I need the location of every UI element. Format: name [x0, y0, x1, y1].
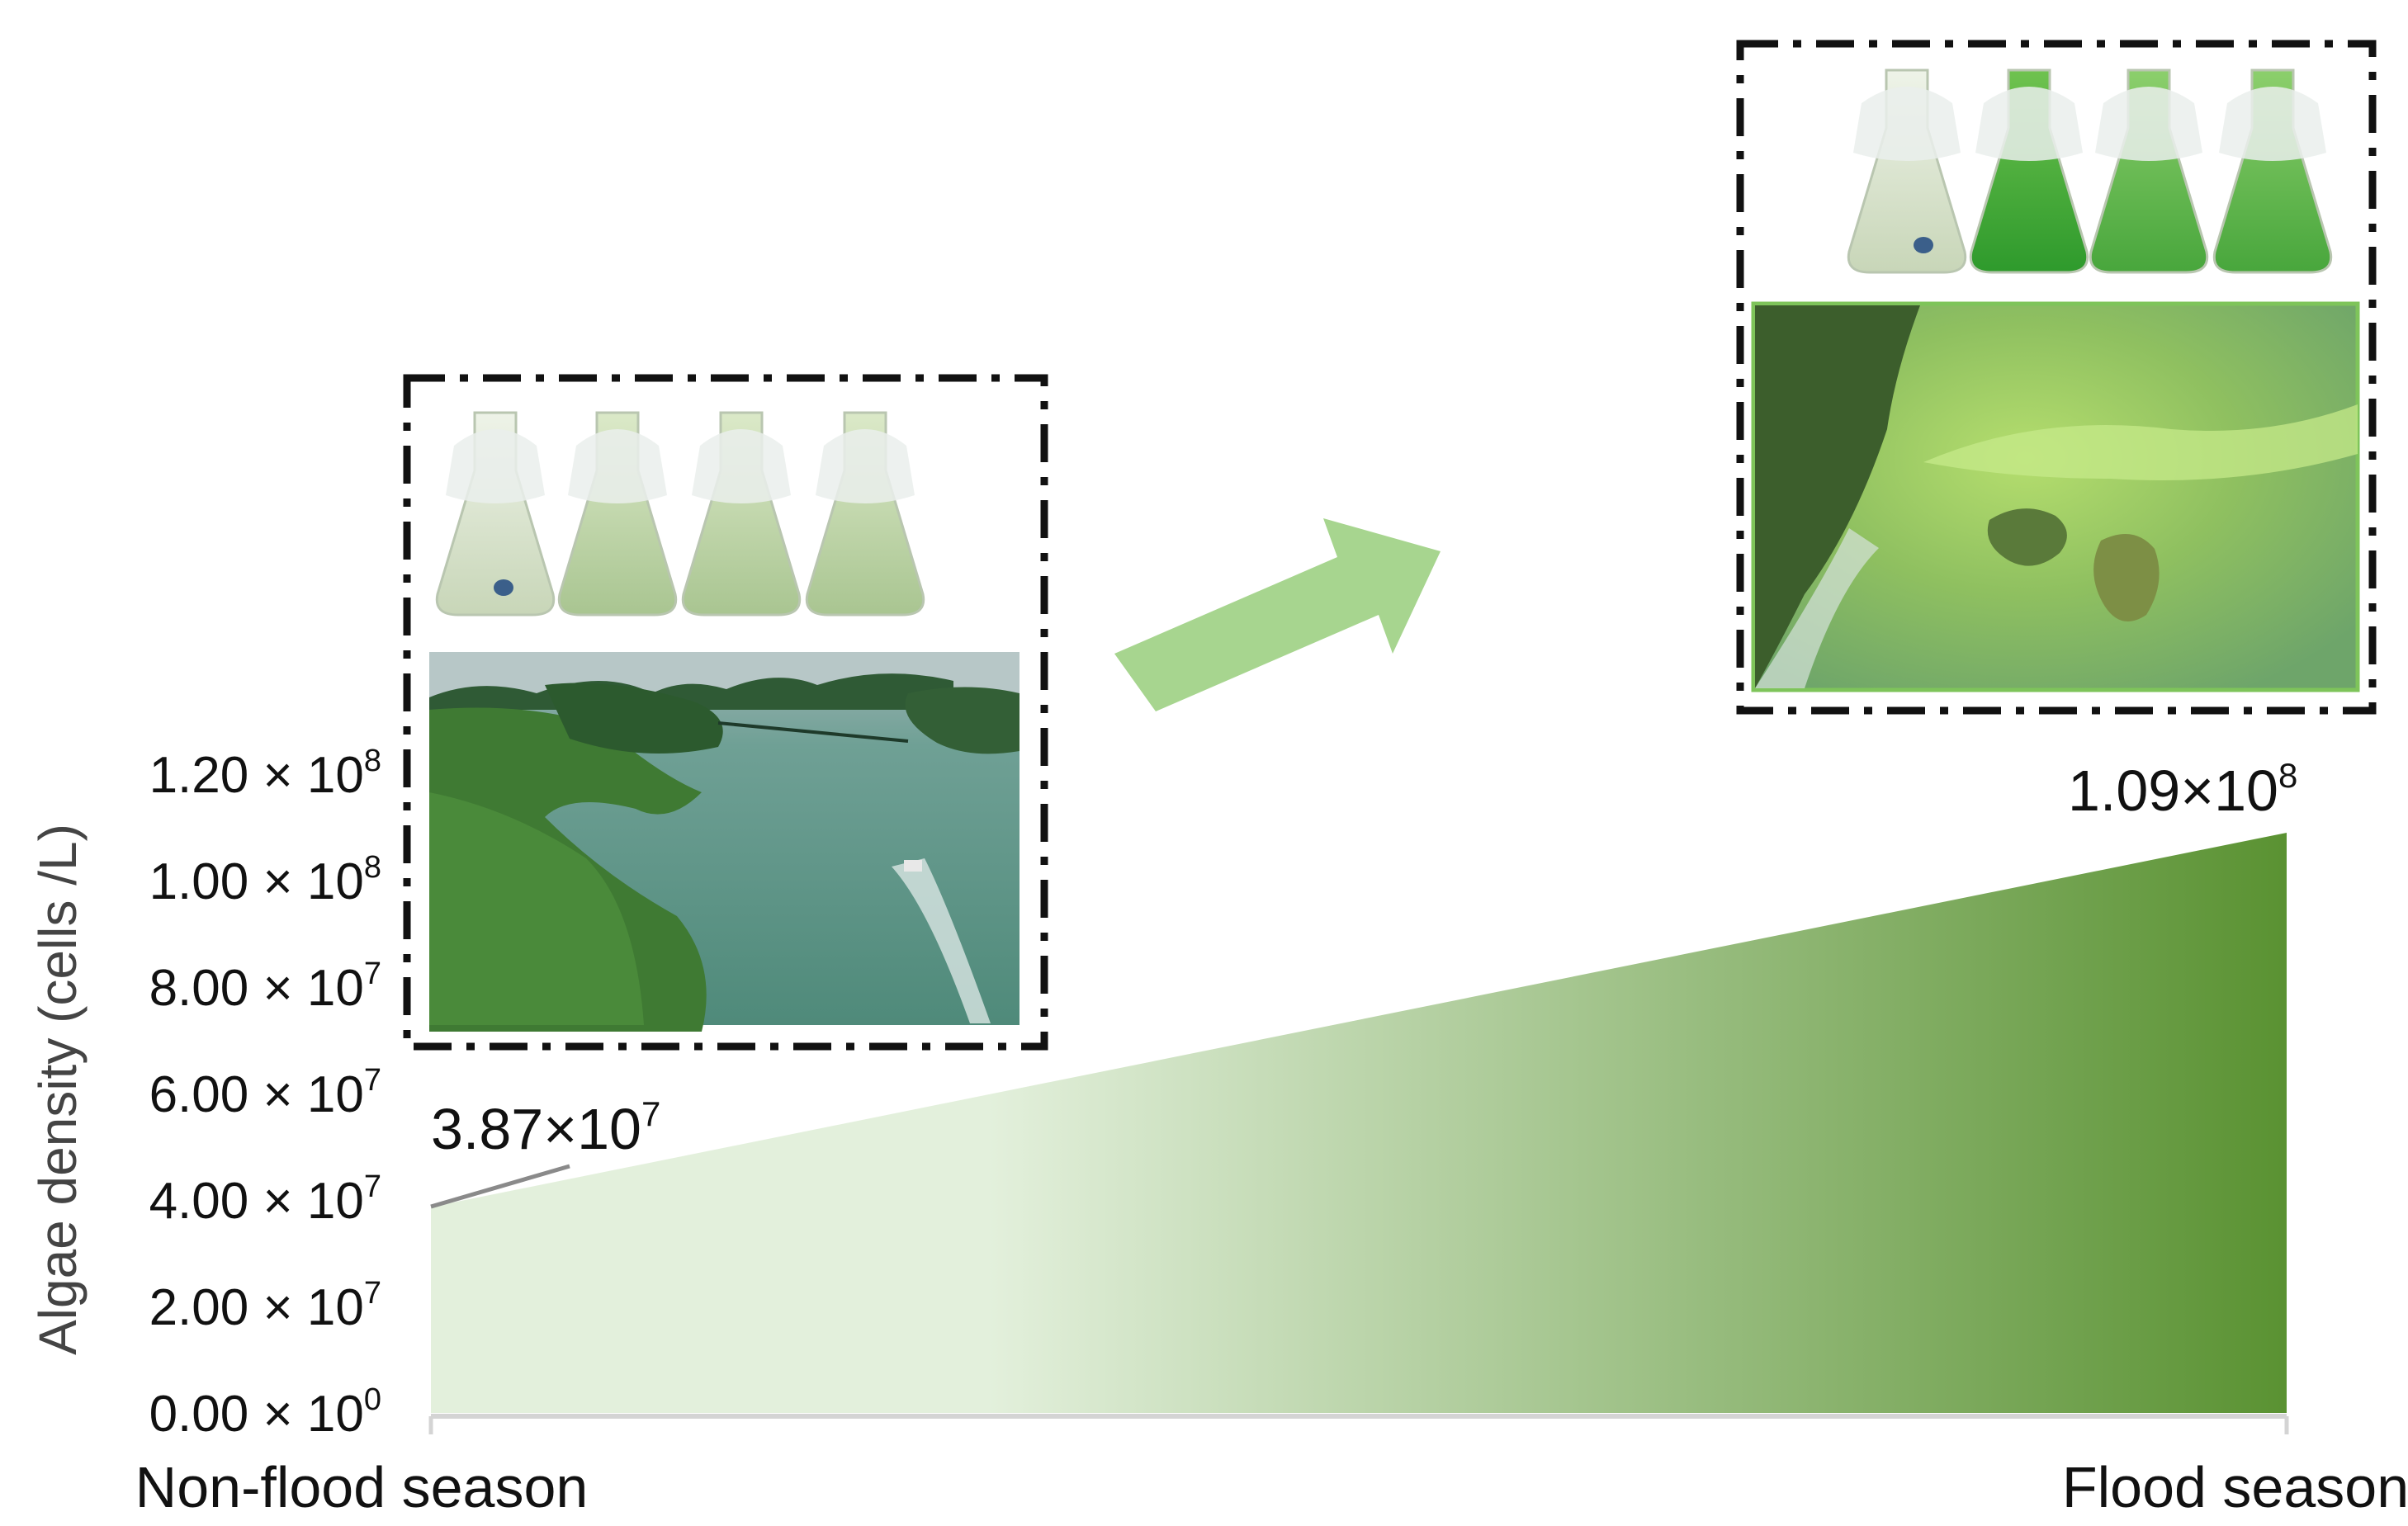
density-area — [431, 832, 2287, 1413]
flood-lake-photo — [1751, 301, 2360, 692]
flood-flasks-photo — [1847, 69, 2333, 274]
y-tick-label: 2.00 × 107 — [149, 1276, 381, 1336]
value-label-non-flood: 3.87×107 — [431, 1094, 660, 1161]
non-flood-lake-photo — [429, 652, 1019, 1032]
x-category-label-flood: Flood season — [2062, 1455, 2408, 1519]
value-leader-line — [430, 1164, 570, 1209]
x-category-label-non-flood: Non-flood season — [135, 1455, 589, 1519]
y-axis-title: Algae density (cells /L) — [28, 824, 88, 1355]
y-tick-label: 4.00 × 107 — [149, 1169, 381, 1230]
flood-inset — [1736, 40, 2377, 715]
y-tick-label: 6.00 × 107 — [149, 1063, 381, 1123]
non-flood-inset — [403, 374, 1048, 1051]
y-tick-label: 0.00 × 100 — [149, 1382, 381, 1443]
flood-inset-frame — [1736, 40, 2377, 715]
increase-arrow — [1114, 518, 1441, 711]
y-tick-label: 8.00 × 107 — [149, 957, 381, 1017]
value-label-flood: 1.09×108 — [2068, 756, 2297, 823]
y-axis-tick-labels: 0.00 × 100 2.00 × 107 4.00 × 107 6.00 × 107… — [149, 744, 381, 1443]
y-tick-label: 1.20 × 108 — [149, 744, 381, 804]
non-flood-flasks-photo — [435, 411, 925, 617]
non-flood-inset-frame — [403, 374, 1048, 1051]
y-tick-label: 1.00 × 108 — [149, 850, 381, 910]
